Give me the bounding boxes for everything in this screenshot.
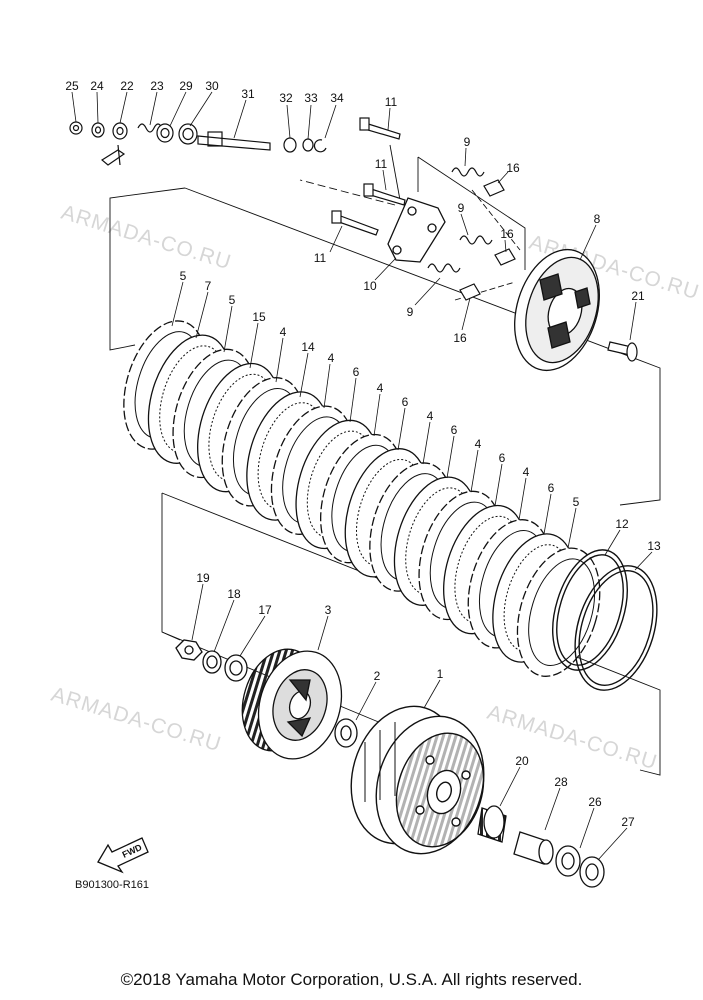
label-9: 9	[458, 201, 465, 215]
label-24: 24	[90, 79, 104, 93]
label-9: 9	[407, 305, 414, 319]
label-5: 5	[229, 293, 236, 307]
label-30: 30	[205, 79, 219, 93]
bolts	[331, 117, 406, 236]
exploded-parts-diagram: ARMADA-CO.RU ARMADA-CO.RU ARMADA-CO.RU A…	[49, 79, 703, 891]
label-16: 16	[500, 227, 514, 241]
watermark: ARMADA-CO.RU	[59, 201, 235, 275]
label-6: 6	[499, 451, 506, 465]
forward-arrow-icon: FWD	[97, 837, 149, 874]
nut-and-washers	[175, 639, 248, 682]
label-19: 19	[196, 571, 210, 585]
label-6: 6	[402, 395, 409, 409]
watermark: ARMADA-CO.RU	[485, 701, 661, 775]
thrust-washer	[334, 718, 358, 748]
pin-bolt	[607, 341, 638, 362]
label-6: 6	[548, 481, 555, 495]
label-21: 21	[631, 289, 645, 303]
label-4: 4	[475, 437, 482, 451]
label-5: 5	[180, 269, 187, 283]
label-11: 11	[375, 157, 388, 171]
label-4: 4	[523, 465, 530, 479]
label-27: 27	[621, 815, 635, 829]
label-15: 15	[252, 310, 266, 324]
label-29: 29	[179, 79, 193, 93]
label-34: 34	[330, 91, 344, 105]
clutch-boss	[241, 648, 343, 760]
label-31: 31	[241, 87, 255, 101]
label-11: 11	[314, 251, 327, 265]
push-rod-group	[69, 121, 327, 166]
label-26: 26	[588, 795, 602, 809]
label-4: 4	[377, 381, 384, 395]
label-22: 22	[120, 79, 134, 93]
watermark: ARMADA-CO.RU	[49, 683, 225, 757]
label-7: 7	[205, 279, 212, 293]
leader-lines	[71, 91, 653, 861]
label-20: 20	[515, 754, 529, 768]
gaskets	[552, 549, 658, 691]
diagram-code: B901300-R161	[75, 879, 149, 891]
springs-and-dampers	[427, 167, 516, 301]
label-13: 13	[647, 539, 661, 553]
clutch-housing	[350, 705, 485, 855]
label-28: 28	[554, 775, 568, 789]
copyright-notice: ©2018 Yamaha Motor Corporation, U.S.A. A…	[120, 970, 583, 989]
label-12: 12	[615, 517, 629, 531]
label-23: 23	[150, 79, 164, 93]
part-labels: 25 24 22 23 29 30 31 32 33 34 11 11 11 9…	[65, 79, 661, 829]
label-14: 14	[301, 340, 315, 354]
label-33: 33	[304, 91, 318, 105]
label-16: 16	[506, 161, 520, 175]
label-6: 6	[353, 365, 360, 379]
label-2: 2	[374, 669, 381, 683]
label-9: 9	[464, 135, 471, 149]
label-8: 8	[594, 212, 601, 226]
label-10: 10	[363, 279, 377, 293]
retainer-plate	[387, 197, 446, 263]
label-16: 16	[453, 331, 467, 345]
label-4: 4	[427, 409, 434, 423]
bearing-spacer-washers	[477, 805, 605, 888]
label-4: 4	[328, 351, 335, 365]
label-25: 25	[65, 79, 79, 93]
clutch-plate-stack	[123, 320, 601, 677]
label-18: 18	[227, 587, 241, 601]
label-5: 5	[573, 495, 580, 509]
pressure-plate	[514, 248, 600, 372]
label-32: 32	[279, 91, 293, 105]
label-1: 1	[437, 667, 444, 681]
label-4: 4	[280, 325, 287, 339]
label-11: 11	[385, 95, 398, 109]
label-6: 6	[451, 423, 458, 437]
label-3: 3	[325, 603, 332, 617]
label-17: 17	[258, 603, 272, 617]
